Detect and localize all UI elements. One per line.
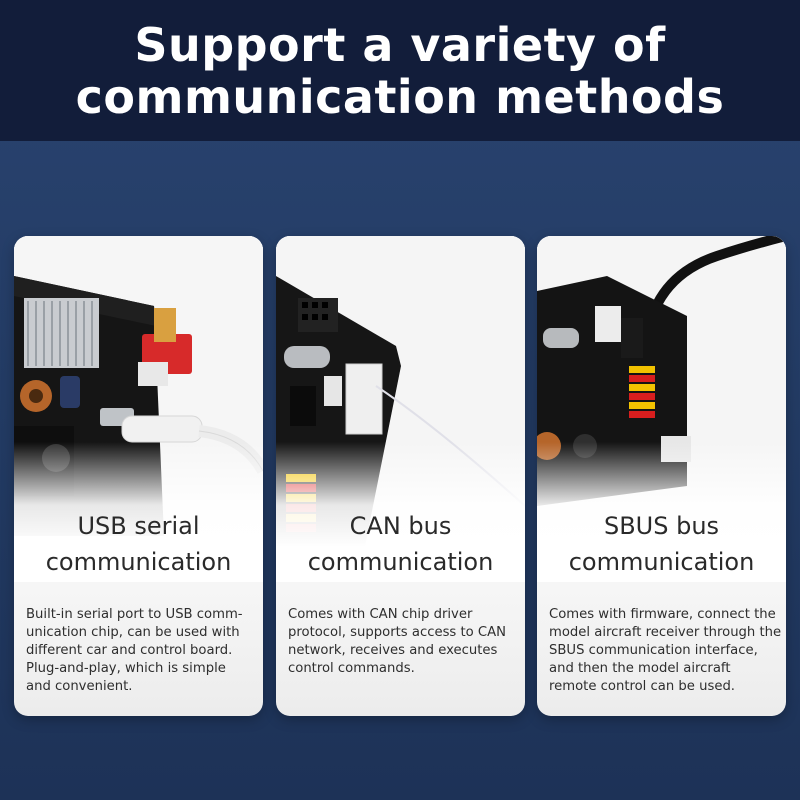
can-caption-line-1: CAN bus — [349, 512, 452, 540]
sbus-desc-line-5: remote control can be used. — [549, 679, 736, 694]
sbus-desc-line-3: SBUS communication interface, — [549, 643, 758, 658]
usb-desc-line-5: and convenient. — [26, 679, 133, 694]
sbus-caption-line-1: SBUS bus — [603, 512, 720, 540]
can-caption-line-2: communication — [307, 548, 494, 576]
can-description: Comes with CAN chip driver protocol, sup… — [288, 606, 519, 678]
usb-caption-line-1: USB serial — [77, 512, 200, 540]
photo-fade-overlay — [14, 442, 263, 582]
photo-fade-overlay — [276, 442, 525, 582]
can-desc-line-3: network, receives and executes — [288, 643, 498, 658]
can-desc-line-2: protocol, supports access to CAN — [288, 625, 507, 640]
sbus-desc-line-4: and then the model aircraft — [549, 661, 731, 676]
sbus-desc-line-1: Comes with firmware, connect the — [549, 607, 776, 622]
usb-board-illustration — [14, 236, 263, 582]
can-board-photo — [276, 236, 525, 582]
feature-card-can: CAN bus communication Comes with CAN chi… — [276, 236, 525, 716]
heatsink-shape — [24, 298, 99, 368]
usb-desc-line-4: Plug-and-play, which is simple — [26, 661, 226, 676]
can-caption: CAN bus communication — [276, 508, 525, 580]
feature-card-sbus: SBUS bus communication Comes with firmwa… — [537, 236, 786, 716]
can-desc-line-4: control commands. — [288, 661, 415, 676]
sbus-desc-line-2: model aircraft receiver through the — [549, 625, 782, 640]
usb-desc-line-2: unication chip, can be used with — [26, 625, 240, 640]
can-desc-line-1: Comes with CAN chip driver — [288, 607, 473, 622]
usb-caption-line-2: communication — [45, 548, 232, 576]
usb-desc-line-1: Built-in serial port to USB comm- — [26, 607, 243, 622]
sbus-board-photo — [537, 236, 786, 582]
usb-desc-line-3: different car and control board. — [26, 643, 233, 658]
sbus-caption: SBUS bus communication — [537, 508, 786, 580]
sbus-caption-line-2: communication — [568, 548, 755, 576]
usb-caption: USB serial communication — [14, 508, 263, 580]
sbus-description: Comes with firmware, connect the model a… — [549, 606, 782, 696]
usb-description: Built-in serial port to USB comm- unicat… — [26, 606, 257, 696]
page-title-line-1: Support a variety of — [134, 17, 666, 72]
page-title-line-2: communication methods — [75, 69, 725, 124]
page-header: Support a variety of communication metho… — [0, 0, 800, 141]
photo-fade-overlay — [537, 442, 786, 582]
usb-board-photo — [14, 236, 263, 582]
feature-card-usb: USB serial communication Built-in serial… — [14, 236, 263, 716]
